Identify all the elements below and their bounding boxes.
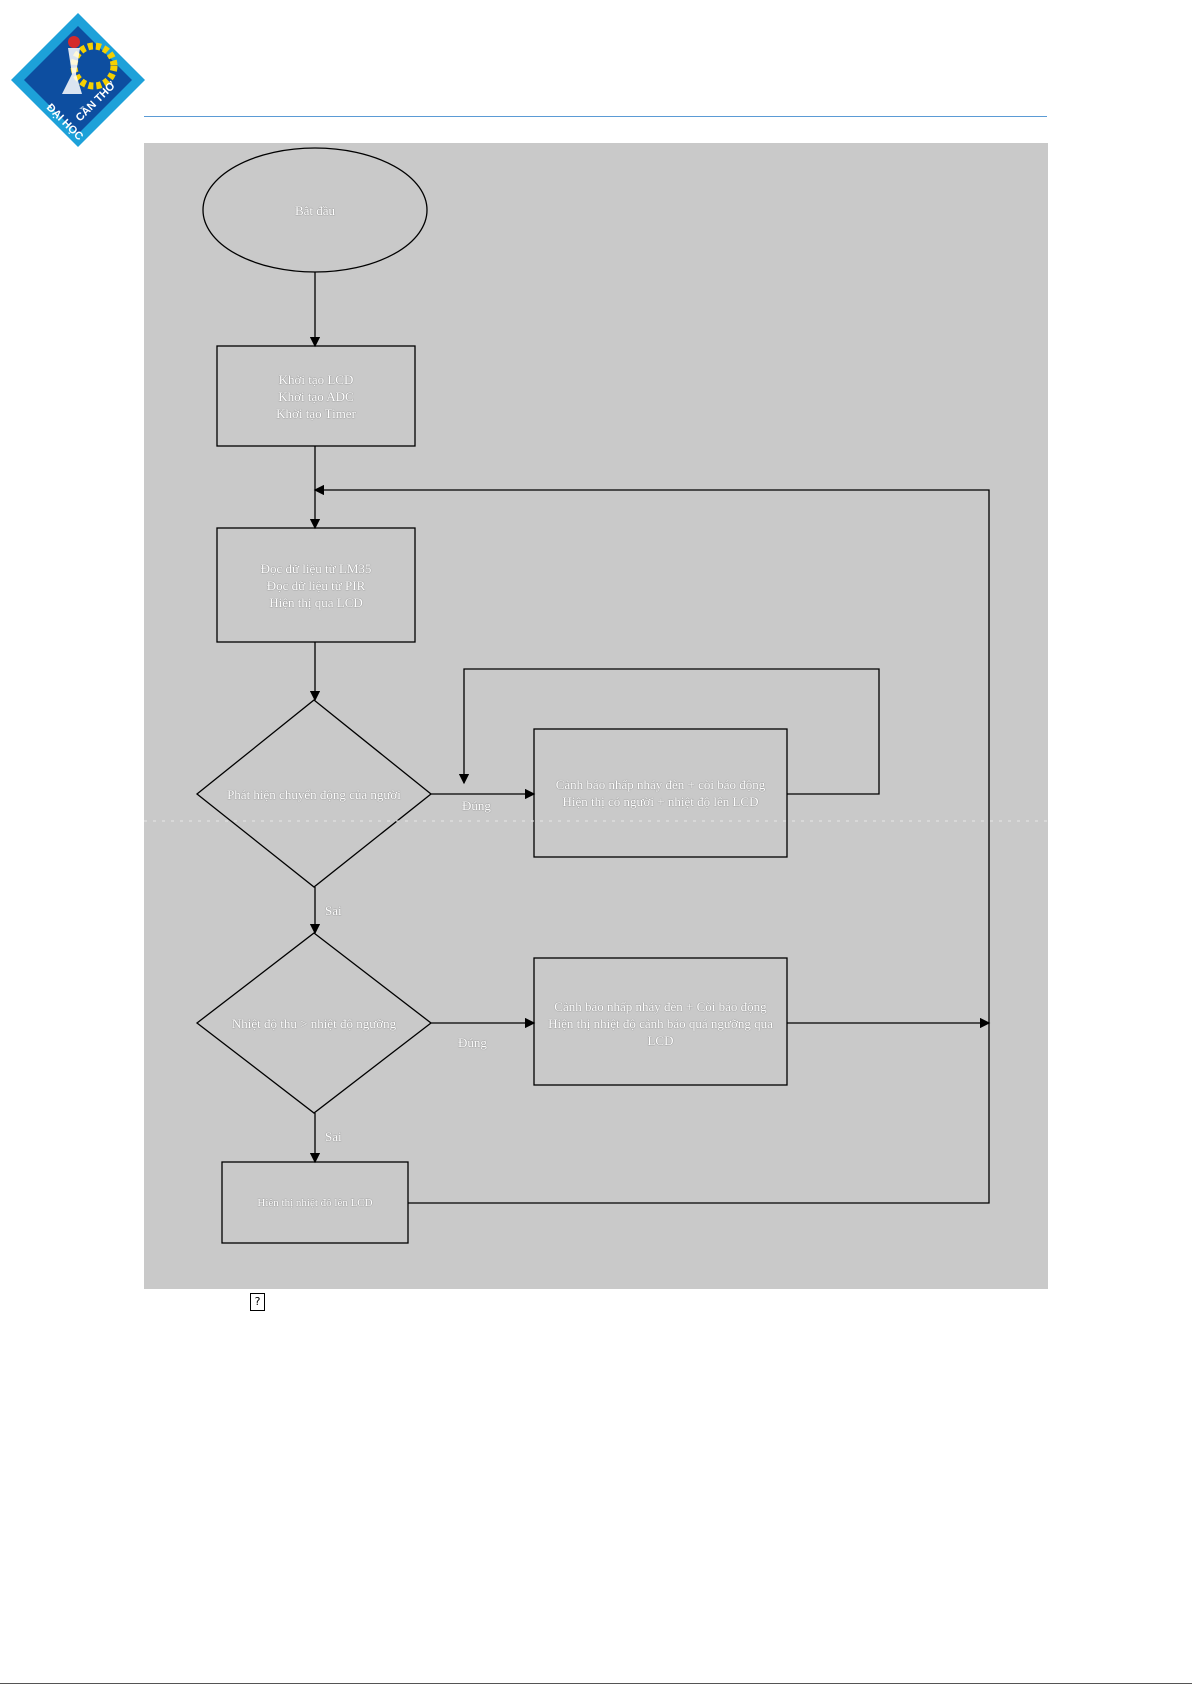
header-divider [144, 116, 1047, 117]
footer-divider [0, 1683, 1192, 1684]
flowchart-figure: Bắt đầu Khởi tạo LCD Khởi tạo ADC Khởi t… [144, 143, 1048, 1289]
init-node: Khởi tạo LCD Khởi tạo ADC Khởi tạo Timer [276, 371, 356, 421]
missing-glyph-icon: ? [250, 1293, 265, 1311]
edge-label-motion-yes: Đúng [462, 798, 491, 813]
edge-label-temp-no: Sai [325, 1129, 342, 1144]
logo-emblem-icon: ĐẠI HỌC CẦN THƠ [11, 13, 145, 147]
university-logo: ĐẠI HỌC CẦN THƠ [8, 10, 148, 150]
read-node: Đọc dữ liệu từ LM35 Đọc dữ liệu từ PIR H… [260, 560, 372, 610]
start-node: Bắt đầu [294, 202, 336, 218]
decision-motion-shape [195, 699, 433, 888]
decision-temp-node: Nhiệt độ thu > nhiệt độ ngưỡng [231, 1015, 397, 1031]
alarm-temp-node: Cảnh báo nhấp nháy đèn + Còi báo động Hi… [548, 998, 773, 1048]
alarm-motion-node: Cảnh báo nhấp nháy đèn + còi báo động Hi… [555, 777, 766, 809]
edge-label-motion-no: Sai [325, 903, 342, 918]
flowchart-shapes [144, 147, 1048, 1244]
decision-motion-node: Phát hiện chuyển động của người [227, 786, 401, 802]
decision-temp-shape [195, 932, 433, 1114]
edge-label-temp-yes: Đúng [458, 1035, 487, 1050]
display-node: Hiện thị nhiệt độ lên LCD [257, 1196, 373, 1209]
